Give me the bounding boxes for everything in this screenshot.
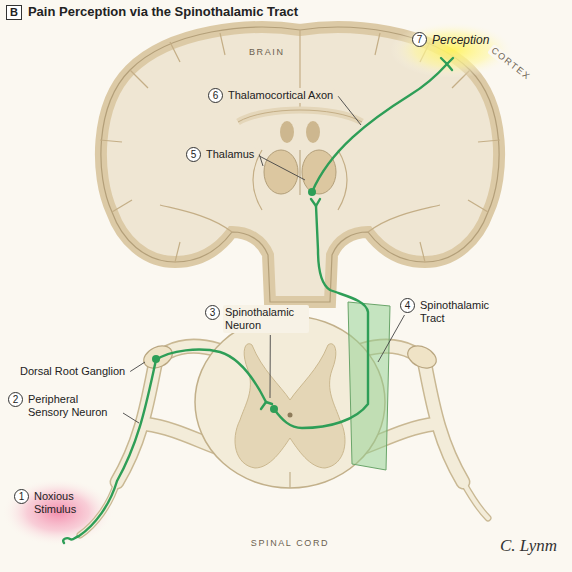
callout: 7Perception: [412, 32, 491, 49]
leader-line: [130, 362, 145, 372]
sulci: [478, 140, 500, 142]
sulci: [420, 242, 425, 262]
callout-number: 1: [14, 489, 29, 504]
sulci: [170, 42, 180, 62]
callout-number: 3: [205, 305, 220, 320]
fiber-terminal: [441, 58, 453, 70]
ventricle: [306, 121, 320, 143]
dorsal-root-ganglion: [404, 342, 440, 373]
callout-label: Perception: [430, 32, 491, 49]
callout: 2Peripheral Sensory Neuron: [8, 392, 120, 420]
cell-body: [308, 188, 316, 196]
sulci: [175, 242, 180, 262]
callout-label: Peripheral Sensory Neuron: [26, 392, 120, 420]
pain-pathway: [63, 58, 453, 543]
leader-lines: [123, 96, 405, 423]
peripheral-neuron-fiber: [63, 350, 266, 543]
callout-label: Thalamus: [204, 147, 256, 162]
sulci: [100, 140, 122, 142]
grey-matter: [235, 344, 345, 468]
nerve-fill-thin: [80, 482, 117, 535]
sulci: [160, 205, 232, 232]
callout: 4Spinothalamic Tract: [400, 298, 504, 326]
sulci: [375, 33, 380, 55]
callout-label: Noxious Stimulus: [32, 489, 92, 517]
callout-label: Spinothalamic Neuron: [223, 305, 309, 333]
cell-body: [152, 355, 160, 363]
sulci: [468, 200, 488, 212]
signature: C. Lynm: [498, 536, 559, 556]
leader-line: [270, 335, 271, 398]
corpus-callosum: [238, 110, 362, 122]
sulci: [220, 33, 225, 55]
callout-label: Thalamocortical Axon: [226, 88, 335, 103]
callout-number: 5: [186, 147, 201, 162]
nerve-outline-thin: [463, 482, 488, 518]
leader-line: [338, 96, 361, 125]
region-label: BRAIN: [247, 47, 287, 58]
region-label: CORTEX: [487, 44, 534, 84]
callout-number: 2: [8, 392, 23, 407]
internal-capsule: [338, 150, 347, 210]
dorsal-root-ganglion: [140, 342, 176, 373]
callout-number: 6: [208, 88, 223, 103]
callout: 1Noxious Stimulus: [14, 489, 92, 517]
nerve-outline-thin: [80, 482, 117, 535]
central-canal: [288, 413, 293, 418]
cell-bodies: [152, 188, 316, 413]
callout: 6Thalamocortical Axon: [208, 88, 335, 103]
cell-body: [270, 405, 278, 413]
part-label: Dorsal Root Ganglion: [18, 365, 127, 378]
callout-number: 7: [412, 32, 427, 47]
callout: 3Spinothalamic Neuron: [205, 305, 309, 333]
diagram-title: Pain Perception via the Spinothalamic Tr…: [28, 4, 298, 20]
nerve-fill-thin: [80, 482, 488, 535]
region-label: SPINAL CORD: [249, 538, 331, 549]
stimulus-glow: [2, 478, 114, 546]
callout-number: 4: [400, 298, 415, 313]
sulci: [368, 205, 440, 232]
sulci: [112, 200, 132, 212]
sulci: [130, 70, 148, 88]
nerve-outline-thin: [80, 482, 488, 535]
callout-label: Spinothalamic Tract: [418, 298, 504, 326]
thalamus-shape: [264, 150, 298, 194]
thalamus-shape: [302, 150, 336, 194]
fiber-terminal: [311, 199, 320, 206]
panel-letter: B: [10, 6, 18, 19]
leader-line: [259, 156, 305, 180]
panel-box: B: [6, 5, 22, 20]
nerve-fill-thin: [463, 482, 488, 518]
spinal-cord-section: [195, 302, 390, 488]
ventricle: [280, 121, 294, 143]
leader-line: [378, 315, 405, 362]
corpus-callosum-edge: [238, 110, 362, 122]
third-ventricle: [300, 150, 301, 195]
callout: 5Thalamus: [186, 147, 256, 162]
thalamocortical-fiber: [312, 64, 447, 192]
median-fissure: [289, 472, 290, 488]
leader-line: [123, 413, 139, 423]
